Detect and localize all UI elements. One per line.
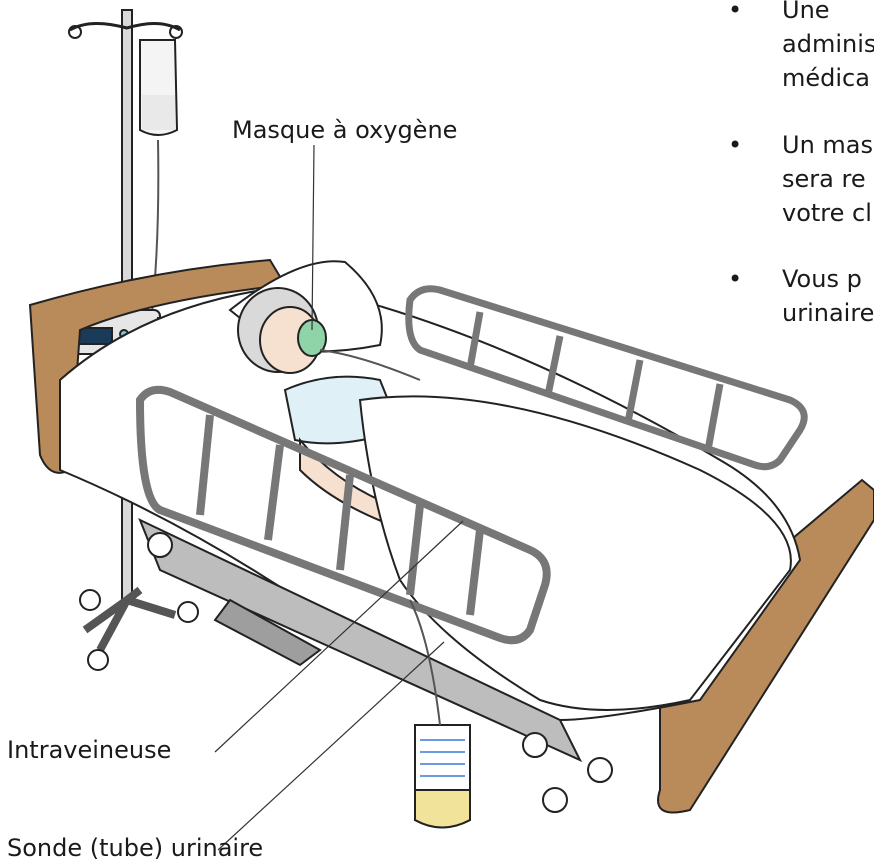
- bullet-line: Un mas: [782, 128, 873, 162]
- bullet-line: sera re: [782, 162, 866, 196]
- bullet-line: Une: [782, 0, 830, 27]
- bullet-list: • Une adminis médica • Un mas sera re vo…: [728, 0, 874, 861]
- bullet-line: Vous p: [782, 262, 862, 296]
- bullet-dot: •: [728, 262, 742, 296]
- bullet-line: votre cl: [782, 196, 872, 230]
- label-oxygen-mask: Masque à oxygène: [232, 118, 457, 142]
- bullet-line: urinaire: [782, 296, 874, 330]
- label-urinary-catheter: Sonde (tube) urinaire: [7, 836, 263, 860]
- bullet-dot: •: [728, 128, 742, 162]
- bullet-dot: •: [728, 0, 742, 27]
- bullet-line: médica: [782, 61, 870, 95]
- bullet-line: adminis: [782, 27, 874, 61]
- label-iv: Intraveineuse: [7, 738, 171, 762]
